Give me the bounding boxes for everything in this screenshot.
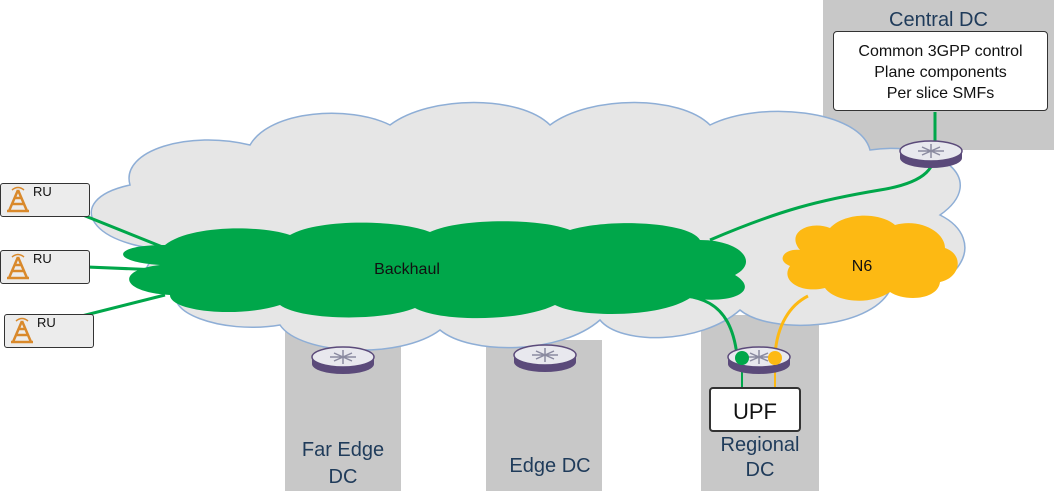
regional-dc-label: Regional DC xyxy=(701,433,819,483)
radio-tower-icon xyxy=(11,317,33,344)
upf-box: UPF xyxy=(709,387,801,432)
router-icon-regional xyxy=(727,346,791,374)
far-edge-dc-label-line-1: Far Edge xyxy=(301,439,385,461)
regional-dc-label-line-1: Regional xyxy=(720,434,800,456)
control-plane-line-3: Per slice SMFs xyxy=(886,85,995,102)
backhaul-label: Backhaul xyxy=(374,261,440,278)
radio-unit: RU xyxy=(4,314,94,348)
control-plane-box: Common 3GPP control Plane components Per… xyxy=(833,31,1048,111)
central-dc-label: Central DC xyxy=(889,9,988,31)
router-icon-central xyxy=(899,140,963,168)
ru-label: RU xyxy=(33,184,52,199)
n6-cloud xyxy=(782,215,958,301)
radio-tower-icon xyxy=(7,253,29,280)
far-edge-dc-label: Far Edge DC xyxy=(285,437,401,491)
router-icon-far-edge xyxy=(311,346,375,374)
control-plane-line-1: Common 3GPP control xyxy=(858,43,1023,60)
n6-label: N6 xyxy=(851,258,873,275)
regional-dc-label-line-2: DC xyxy=(745,459,775,481)
radio-tower-icon xyxy=(7,186,29,213)
router-icon-edge xyxy=(513,344,577,372)
radio-unit: RU xyxy=(0,250,90,284)
backhaul-cloud xyxy=(123,221,747,319)
radio-unit: RU xyxy=(0,183,90,217)
ru-label: RU xyxy=(37,315,56,330)
n6-link xyxy=(773,294,809,356)
ru-label: RU xyxy=(33,251,52,266)
far-edge-dc-label-line-2: DC xyxy=(328,466,358,488)
edge-dc-label: Edge DC xyxy=(509,455,591,477)
control-plane-line-2: Plane components xyxy=(874,64,1007,81)
regional-dc-green-link xyxy=(649,293,739,356)
